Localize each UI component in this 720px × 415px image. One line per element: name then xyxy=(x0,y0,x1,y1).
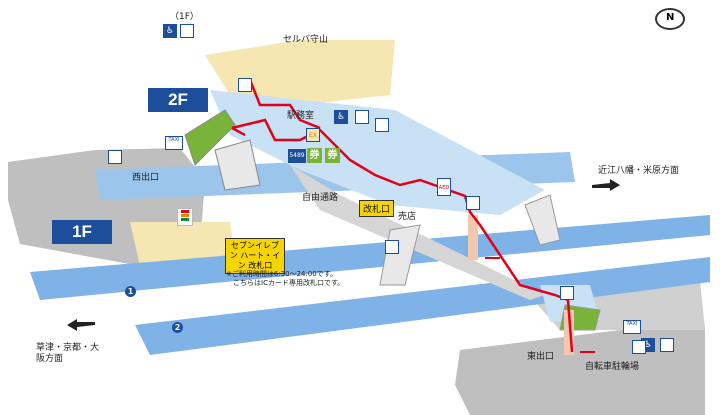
accessible-route xyxy=(231,118,574,353)
west-stairs xyxy=(184,109,261,191)
north-direction-arrow xyxy=(592,179,620,191)
south-direction-label: 草津・京都・大阪方面 xyxy=(36,343,100,364)
bus-icon-east xyxy=(632,340,646,354)
coin-locker-icon xyxy=(385,240,399,254)
elevator-shaft-east xyxy=(564,310,574,355)
wheelchair-icon xyxy=(180,24,194,38)
elevator-icon-east xyxy=(560,286,574,300)
shopping-center-label: セルバ守山 xyxy=(283,35,329,45)
floor-1f-tag: 1F xyxy=(52,220,112,244)
floor-2f-tag: 2F xyxy=(148,88,208,112)
floor-note: （1F） xyxy=(170,12,199,22)
elevator-icon-center xyxy=(466,196,480,210)
seven-eleven-gate-label: セブンイレブン ハート・イン 改札口 xyxy=(225,238,285,274)
south-direction-arrow xyxy=(67,319,95,331)
track-2-number: 2 xyxy=(172,322,183,333)
wheelchair-icon-2f xyxy=(375,118,389,132)
taxi-icon: TAXI xyxy=(165,136,183,150)
station-office-label: 駅務室 xyxy=(287,111,315,121)
seven-eleven-logo xyxy=(177,208,193,226)
west-shop-area xyxy=(130,222,235,266)
ticket-machine-icon-2: 券 xyxy=(325,148,340,163)
toilet-icon: ♿ xyxy=(163,24,177,38)
taxi-icon-east: TAXI xyxy=(623,320,641,334)
ic-card-note: こちらはICカード専用改札口です。 xyxy=(233,279,345,287)
wheelchair-icon-east xyxy=(660,338,674,352)
number-badge: 5489 xyxy=(288,149,306,163)
free-passage-floor xyxy=(290,165,545,300)
compass: N xyxy=(655,8,685,30)
north-direction-label: 近江八幡・米原方面 xyxy=(598,166,680,176)
route-to-west xyxy=(231,126,246,137)
free-passage-label: 自由通路 xyxy=(302,193,339,203)
bicycle-parking-label: 自転車駐輪場 xyxy=(585,362,640,372)
concourse-2f xyxy=(210,90,545,215)
platform-2 xyxy=(135,257,710,355)
elevator-shaft-center xyxy=(468,215,478,260)
aed-icon: AED xyxy=(437,178,451,196)
shop-label: 売店 xyxy=(398,212,417,222)
track-1-number: 1 xyxy=(125,286,136,297)
bus-icon xyxy=(108,150,122,164)
ticket-gate-label: 改札口 xyxy=(359,200,395,217)
ex-badge: EX xyxy=(306,128,320,142)
route-to-2f xyxy=(248,79,321,130)
gate-hours-note: ※ご利用時間は6:30〜24:00です。 xyxy=(226,270,338,278)
east-exit-label: 東出口 xyxy=(527,352,555,362)
elevator-icon-2f xyxy=(355,110,369,124)
compass-north: N xyxy=(666,12,675,23)
west-exit-label: 西出口 xyxy=(132,173,160,183)
ticket-machine-icon: 券 xyxy=(307,148,322,163)
elevator-icon xyxy=(238,78,252,92)
toilet-icon-2f: ♿ xyxy=(334,110,348,124)
